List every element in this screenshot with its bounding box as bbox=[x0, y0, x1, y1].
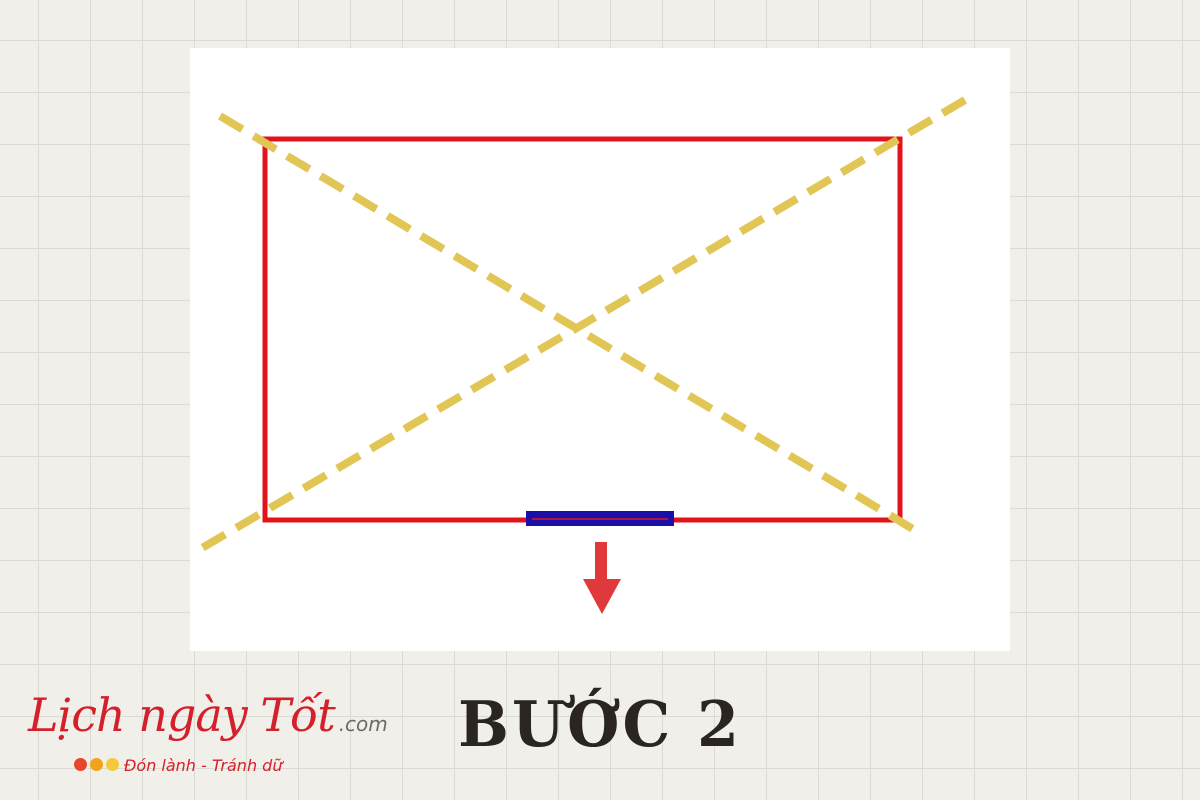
step-title: BƯỚC 2 bbox=[458, 688, 742, 762]
diagonal-line bbox=[217, 112, 921, 536]
diagram-canvas bbox=[190, 48, 1010, 651]
diagonal-line bbox=[199, 96, 968, 552]
site-logo: Lịch ngày Tốt.com Đón lành - Tránh dữ bbox=[20, 686, 388, 786]
entrance-arrow-icon bbox=[583, 542, 621, 614]
logo-dot bbox=[74, 758, 87, 771]
logo-brand-name: Lịch ngày Tốt bbox=[28, 688, 336, 742]
floor-plan-diagram bbox=[199, 96, 968, 614]
logo-tagline: Đón lành - Tránh dữ bbox=[124, 756, 283, 775]
logo-domain: .com bbox=[338, 712, 388, 736]
logo-brand: Lịch ngày Tốt.com bbox=[28, 688, 388, 742]
logo-dot bbox=[106, 758, 119, 771]
logo-dots bbox=[74, 758, 119, 771]
logo-dot bbox=[90, 758, 103, 771]
